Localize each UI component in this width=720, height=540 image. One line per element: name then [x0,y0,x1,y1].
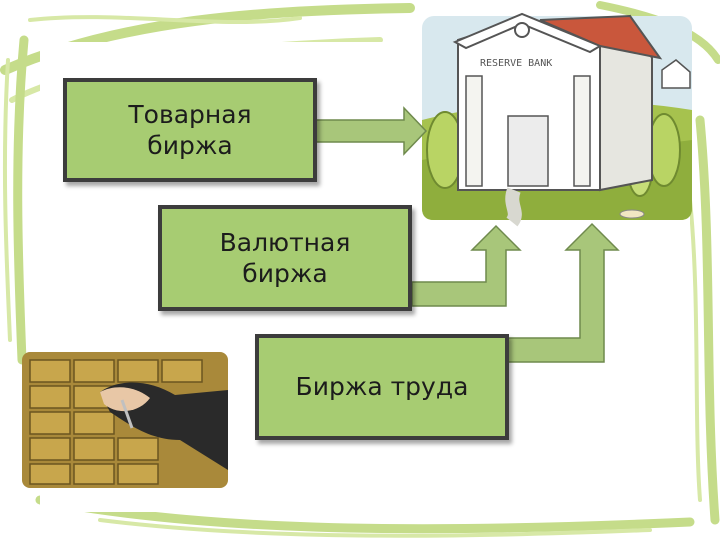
safe-deposit-boxes-photo [22,352,228,488]
node-currency-exchange-label: Валютная биржа [220,227,351,290]
node-labor-exchange-label: Биржа труда [296,371,469,402]
bank-illustration: RESERVE BANK [422,14,692,222]
clock-icon [515,23,529,37]
bank-sign: RESERVE BANK [480,58,552,69]
node-commodity-exchange-label: Товарная биржа [128,99,251,162]
node-currency-exchange: Валютная биржа [158,205,412,311]
node-commodity-exchange: Товарная биржа [63,78,317,182]
node-labor-exchange: Биржа труда [255,334,509,440]
